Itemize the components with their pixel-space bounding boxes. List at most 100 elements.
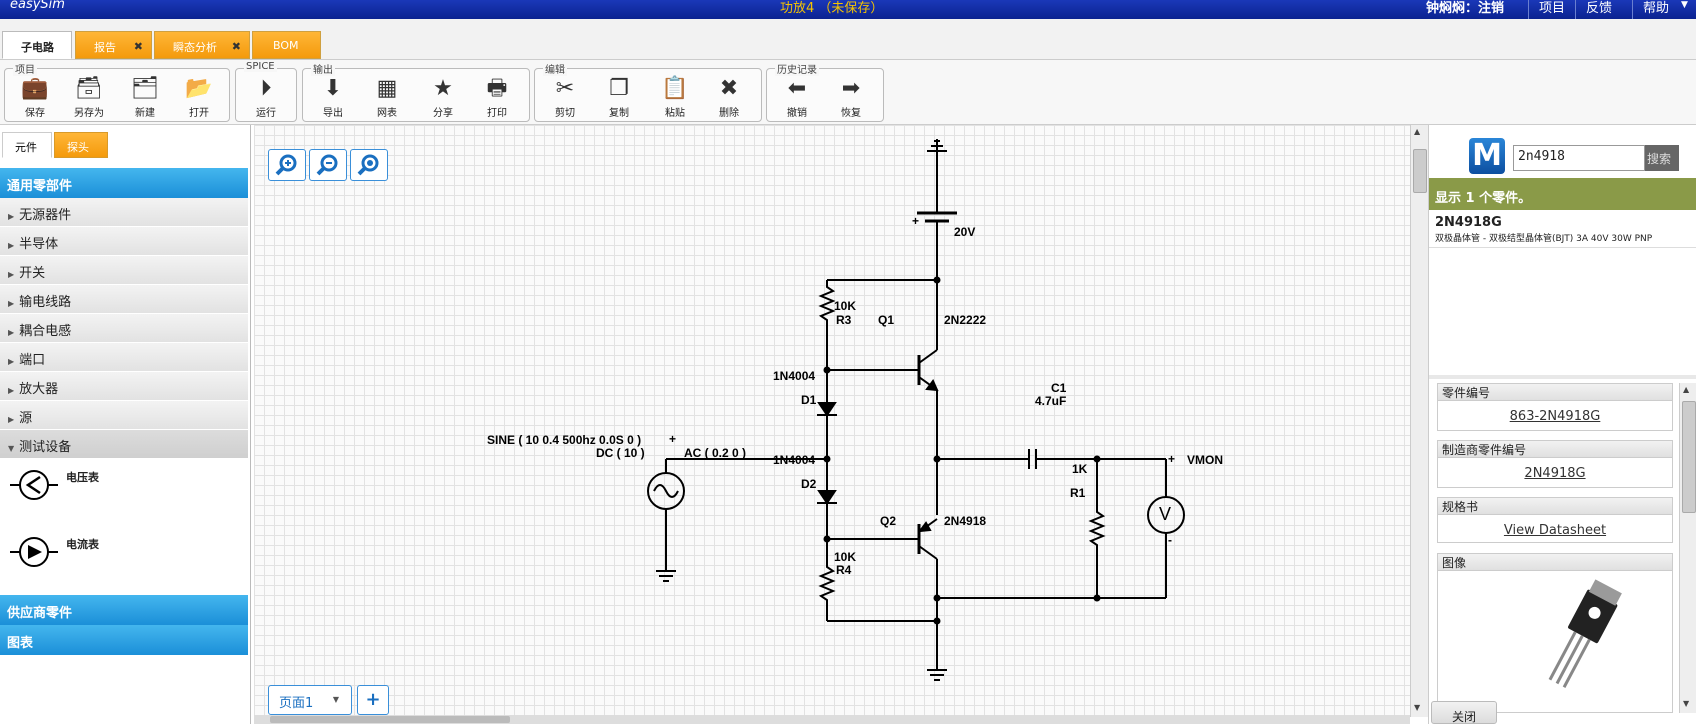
copy-icon: ❐ [609, 76, 629, 101]
schematic-diagram [647, 139, 1185, 681]
c1-value: 4.7uF [1035, 394, 1067, 408]
group-label: 历史记录 [775, 61, 819, 76]
scroll-thumb[interactable] [270, 716, 510, 723]
category-test-equipment[interactable]: ▼测试设备 [0, 430, 248, 459]
undo-button[interactable]: ⬅撤销 [771, 77, 823, 120]
scroll-thumb[interactable] [1413, 149, 1427, 193]
mfr-number-link[interactable]: 2N4918G [1524, 466, 1586, 481]
transistor-q1[interactable] [917, 349, 939, 392]
cut-button[interactable]: ✂剪切 [539, 76, 591, 120]
device-ammeter[interactable]: 电流表 [8, 532, 238, 582]
panel-splitter[interactable] [1429, 375, 1696, 379]
save-button[interactable]: 💼保存 [9, 77, 61, 120]
scroll-up-icon[interactable]: ▲ [1683, 385, 1690, 394]
run-button[interactable]: ⏵运行 [240, 77, 292, 120]
close-button[interactable]: 关闭 [1431, 701, 1497, 724]
menu-project[interactable]: 项目 [1528, 0, 1575, 19]
category-passive[interactable]: ▶无源器件 [0, 198, 248, 227]
button-label: 另存为 [74, 108, 104, 119]
button-label: 分享 [433, 108, 453, 119]
help-dropdown-icon[interactable]: ▼ [1681, 0, 1688, 10]
tab-bom[interactable]: BOM [252, 31, 321, 59]
zoom-out-icon [316, 154, 338, 176]
r1-value: 1K [1072, 462, 1088, 476]
share-button[interactable]: ★分享 [417, 77, 469, 120]
resistor-r4[interactable] [818, 565, 836, 603]
netlist-button[interactable]: ▦网表 [361, 77, 413, 120]
delete-button[interactable]: ✖删除 [703, 77, 755, 120]
canvas-vertical-scrollbar[interactable]: ▲ ▼ [1410, 125, 1428, 717]
image-box: 图像 [1437, 553, 1673, 713]
resistor-r3[interactable] [818, 285, 836, 323]
device-voltmeter[interactable]: 电压表 [8, 465, 238, 515]
redo-icon: ➡ [841, 76, 861, 101]
device-label: 电流表 [66, 538, 99, 551]
transistor-q2[interactable] [917, 518, 938, 560]
image-label: 图像 [1438, 554, 1672, 571]
vmon-minus: - [1168, 533, 1172, 547]
scroll-down-icon[interactable]: ▼ [1414, 703, 1421, 712]
part-search-input[interactable]: 2n4918 [1513, 145, 1645, 171]
category-label: 放大器 [19, 382, 59, 397]
zoom-fit-button[interactable] [350, 149, 388, 181]
toolbar-group-output: 输出 ⬇导出 ▦网表 ★分享 🖶打印 [302, 61, 530, 122]
category-amplifier[interactable]: ▶ 放大器 [0, 372, 248, 401]
menu-help[interactable]: 帮助 [1632, 0, 1679, 19]
open-button[interactable]: 📂打开 [173, 77, 225, 120]
save-as-button[interactable]: 🗃另存为 [63, 77, 115, 120]
part-number-label: 零件编号 [1438, 384, 1672, 401]
add-page-button[interactable]: + [357, 685, 389, 715]
category-semiconductor[interactable]: ▶半导体 [0, 227, 248, 256]
export-button[interactable]: ⬇导出 [307, 77, 359, 120]
q2-name: Q2 [880, 514, 897, 528]
section-general-parts[interactable]: 通用零部件 [0, 168, 248, 198]
section-supplier-parts[interactable]: 供应商零件 [0, 595, 248, 625]
datasheet-label: 规格书 [1438, 498, 1672, 515]
close-icon[interactable]: ✖ [133, 40, 143, 53]
category-label: 半导体 [19, 237, 59, 252]
expand-arrow-icon: ▶ [8, 386, 15, 395]
ground-source [656, 570, 676, 582]
page-tab[interactable]: 页面1 ▼ [268, 685, 352, 715]
part-number-link[interactable]: 863-2N4918G [1509, 409, 1601, 424]
tab-probes[interactable]: 探头 [54, 132, 108, 158]
canvas-horizontal-scrollbar[interactable] [254, 715, 1410, 724]
tab-report[interactable]: 报告✖ [75, 31, 152, 59]
expand-arrow-icon: ▶ [8, 299, 15, 308]
category-coupled-inductor[interactable]: ▶耦合电感 [0, 314, 248, 343]
scroll-thumb[interactable] [1682, 401, 1696, 513]
schematic-canvas[interactable]: + 20V 10K R3 Q1 2N2222 1N4004 D1 1N4004 … [254, 125, 1410, 717]
paste-button[interactable]: 📋粘贴 [649, 77, 701, 120]
detail-scrollbar[interactable]: ▲ ▼ [1679, 383, 1696, 713]
category-transmission-line[interactable]: ▶输电线路 [0, 285, 248, 314]
toolbar-group-spice: SPICE ⏵运行 [235, 61, 297, 122]
mouser-logo-icon: M [1469, 138, 1505, 174]
new-button[interactable]: 🗂新建 [119, 77, 171, 120]
zoom-in-button[interactable] [268, 149, 306, 181]
redo-button[interactable]: ➡恢复 [825, 76, 877, 120]
scissors-icon: ✂ [555, 76, 575, 101]
copy-button[interactable]: ❐复制 [593, 76, 645, 120]
scroll-down-icon[interactable]: ▼ [1683, 699, 1690, 708]
datasheet-link[interactable]: View Datasheet [1503, 523, 1607, 538]
tab-label: 瞬态分析 [173, 41, 217, 54]
expand-arrow-icon: ▶ [8, 328, 15, 337]
category-label: 开关 [19, 266, 46, 281]
category-port[interactable]: ▶端口 [0, 343, 248, 372]
device-label: 电压表 [66, 471, 99, 484]
scroll-up-icon[interactable]: ▲ [1414, 127, 1421, 136]
close-icon[interactable]: ✖ [231, 40, 241, 53]
tab-subcircuit[interactable]: 子电路 [2, 31, 72, 59]
resistor-r1[interactable] [1088, 510, 1106, 548]
print-button[interactable]: 🖶打印 [471, 77, 523, 120]
menu-feedback[interactable]: 反馈 [1575, 0, 1622, 19]
search-button[interactable]: 搜索 [1645, 145, 1679, 171]
result-part-number[interactable]: 2N4918G [1435, 215, 1502, 230]
tab-components[interactable]: 元件 [2, 132, 52, 158]
category-switch[interactable]: ▶开关 [0, 256, 248, 285]
section-charts[interactable]: 图表 [0, 625, 248, 655]
user-logout-link[interactable]: 钟焖焖：注销 [1426, 1, 1505, 16]
tab-transient[interactable]: 瞬态分析 ✖ [154, 31, 250, 59]
category-source[interactable]: ▶源 [0, 401, 248, 430]
zoom-out-button[interactable] [309, 149, 347, 181]
